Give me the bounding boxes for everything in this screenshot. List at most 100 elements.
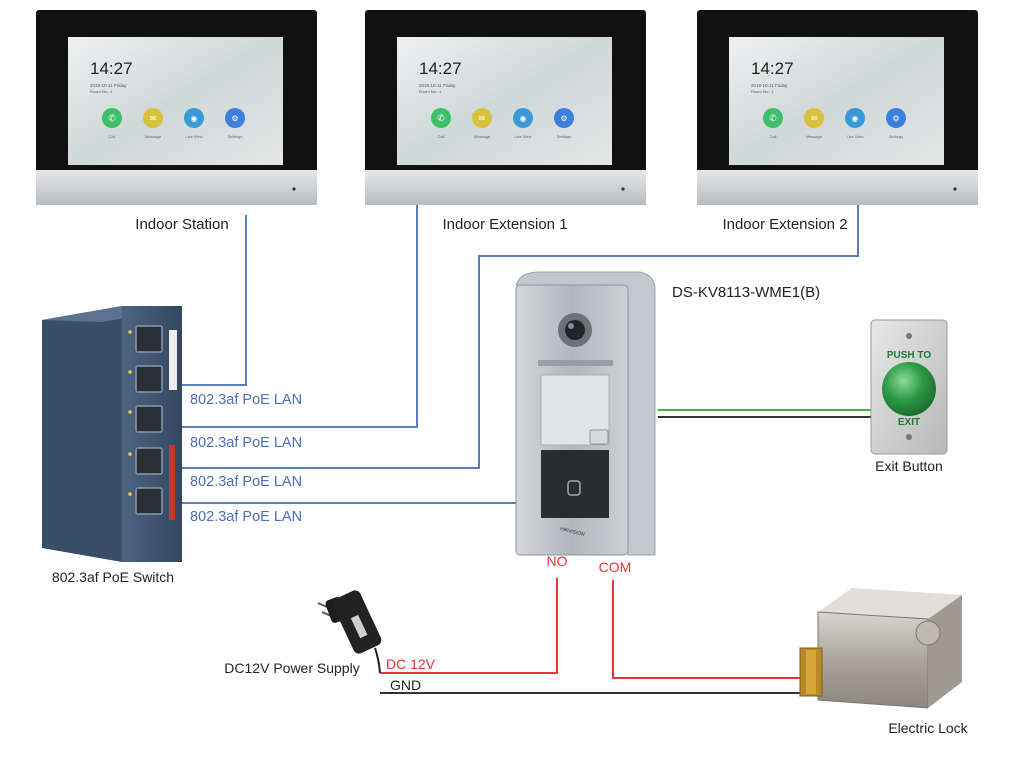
switch-led: [128, 370, 132, 374]
lock-front: [817, 611, 929, 709]
monitor-room: Room No.: 1: [751, 89, 774, 94]
com-terminal-label: COM: [599, 559, 632, 575]
phone-icon: ✆: [108, 113, 116, 123]
lock-cylinder-icon: [915, 620, 941, 646]
monitor-bottom-panel: [365, 170, 646, 205]
live-view-app-label: Live View: [514, 134, 531, 139]
camera-icon: ◉: [520, 114, 527, 123]
lan-wires: [150, 205, 859, 504]
monitor-screen: [729, 37, 944, 165]
message-app-icon[interactable]: [472, 108, 492, 128]
adapter-sticker: [350, 614, 368, 639]
screw-icon: [906, 434, 912, 440]
monitor-time: 14:27: [419, 59, 462, 78]
camera-icon: ◉: [852, 114, 859, 123]
poe-switch: [42, 306, 182, 562]
call-app-label: Call: [438, 134, 445, 139]
monitor-date: 2019-10-11 Friday: [419, 83, 456, 88]
exit-button-push[interactable]: [882, 362, 936, 416]
card-reader-icon: [567, 480, 581, 496]
message-app-label: Message: [806, 134, 823, 139]
monitor-room: Room No.: 1: [90, 89, 113, 94]
switch-port-1[interactable]: [135, 325, 163, 353]
lock-bolt-bar: [806, 650, 816, 694]
envelope-icon: ✉: [150, 114, 157, 123]
call-app-label: Call: [770, 134, 777, 139]
exit-button[interactable]: PUSH TO EXIT: [870, 319, 948, 455]
lan-label-1: 802.3af PoE LAN: [190, 392, 302, 408]
lan-label-2: 802.3af PoE LAN: [190, 435, 302, 451]
lan-label-3: 802.3af PoE LAN: [190, 474, 302, 490]
exit-button-wires: [658, 409, 875, 418]
live-view-app-label: Live View: [846, 134, 863, 139]
camera-lens-glint: [568, 323, 574, 329]
lock-wires: [380, 578, 810, 694]
switch-led: [128, 410, 132, 414]
call-app-icon[interactable]: [102, 108, 122, 128]
settings-app-icon[interactable]: [886, 108, 906, 128]
electric-lock-label: Electric Lock: [888, 720, 968, 736]
envelope-icon: ✉: [811, 114, 818, 123]
call-app-icon[interactable]: [763, 108, 783, 128]
door-station: HIKVISION: [515, 271, 656, 556]
phone-icon: ✆: [769, 113, 777, 123]
indoor-station-label: Indoor Station: [135, 216, 228, 233]
lock-side: [928, 595, 962, 708]
monitor-date: 2019-10-11 Friday: [90, 83, 127, 88]
live-view-app-icon[interactable]: [845, 108, 865, 128]
dc12v-wire-label: DC 12V: [386, 656, 436, 672]
monitor-led: [953, 187, 957, 191]
electric-lock: [799, 588, 962, 709]
call-app-label: Call: [109, 134, 116, 139]
live-view-app-icon[interactable]: [184, 108, 204, 128]
monitor-indoor-station: 14:27 2019-10-11 Friday Room No.: 1 ✆ Ca…: [36, 10, 317, 205]
plug-pin: [317, 602, 328, 608]
power-supply-adapter-icon: [317, 590, 382, 674]
switch-side-strip: [169, 330, 177, 390]
gear-icon: ⚙: [560, 114, 567, 123]
monitor-time: 14:27: [90, 59, 133, 78]
settings-app-icon[interactable]: [554, 108, 574, 128]
no-terminal-label: NO: [547, 553, 568, 569]
monitor-time: 14:27: [751, 59, 794, 78]
monitor-date: 2019-10-11 Friday: [751, 83, 788, 88]
door-station-model-label: DS-KV8113-WME1(B): [672, 284, 820, 301]
lan-label-4: 802.3af PoE LAN: [190, 509, 302, 525]
switch-port-4[interactable]: [135, 447, 163, 475]
switch-side: [42, 306, 122, 562]
monitor-screen: [397, 37, 612, 165]
camera-icon: ◉: [191, 114, 198, 123]
indoor-extension-2-label: Indoor Extension 2: [722, 216, 847, 233]
call-app-icon[interactable]: [431, 108, 451, 128]
monitor-led: [621, 187, 625, 191]
switch-red-strip: [169, 445, 175, 520]
indoor-extension-1-label: Indoor Extension 1: [442, 216, 567, 233]
settings-app-icon[interactable]: [225, 108, 245, 128]
live-view-app-icon[interactable]: [513, 108, 533, 128]
adapter-cable: [374, 647, 381, 674]
call-button[interactable]: [589, 429, 609, 445]
switch-port-2[interactable]: [135, 365, 163, 393]
switch-led: [128, 492, 132, 496]
lan-wire-indoor-extension-1: [150, 205, 418, 428]
monitor-bottom-panel: [697, 170, 978, 205]
switch-led: [128, 452, 132, 456]
switch-port-5[interactable]: [135, 487, 163, 515]
envelope-icon: ✉: [479, 114, 486, 123]
power-supply-label: DC12V Power Supply: [224, 660, 359, 676]
camera-lens-inner: [565, 320, 585, 340]
live-view-app-label: Live View: [185, 134, 202, 139]
message-app-icon[interactable]: [804, 108, 824, 128]
card-reader-panel: [541, 450, 609, 518]
switch-led: [128, 330, 132, 334]
message-app-icon[interactable]: [143, 108, 163, 128]
monitor-room: Room No.: 1: [419, 89, 442, 94]
lan-wire-indoor-extension-2: [150, 205, 859, 469]
no-wire: [380, 578, 558, 674]
switch-port-3[interactable]: [135, 405, 163, 433]
message-app-label: Message: [145, 134, 162, 139]
message-app-label: Message: [474, 134, 491, 139]
exit-button-text-top: PUSH TO: [887, 350, 931, 361]
speaker-grille: [538, 360, 613, 366]
phone-icon: ✆: [437, 113, 445, 123]
